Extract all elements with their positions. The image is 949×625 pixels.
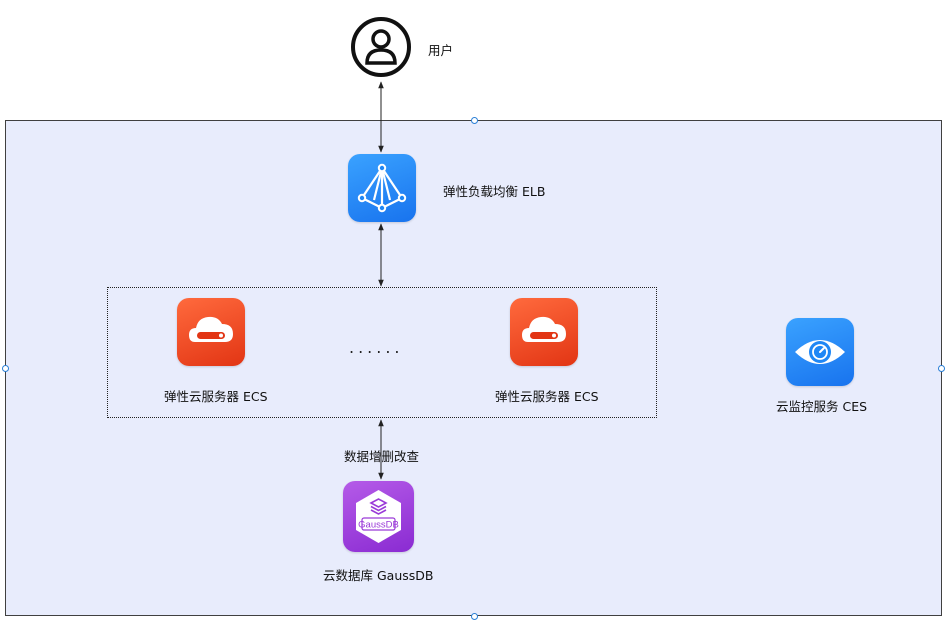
user-node[interactable]: [350, 16, 412, 78]
gaussdb-icon-text: GaussDB: [358, 520, 399, 531]
eye-monitor-icon: [795, 340, 845, 364]
resize-handle-left[interactable]: [2, 365, 9, 372]
resize-handle-bottom[interactable]: [471, 613, 478, 620]
cloud-server-icon: [522, 316, 566, 342]
resize-handle-right[interactable]: [938, 365, 945, 372]
ecs-right-node[interactable]: [510, 298, 578, 366]
ecs-right-label: 弹性云服务器 ECS: [495, 389, 599, 404]
vpc-container: [5, 120, 942, 616]
user-label: 用户: [428, 43, 454, 58]
ecs-left-label: 弹性云服务器 ECS: [164, 389, 268, 404]
gaussdb-node[interactable]: GaussDB: [343, 481, 414, 552]
load-balancer-icon: [357, 163, 407, 213]
gaussdb-icon: GaussDB: [356, 490, 401, 543]
gaussdb-label: 云数据库 GaussDB: [323, 568, 434, 583]
ecs-ellipsis: ......: [349, 338, 404, 357]
elb-node[interactable]: [348, 154, 416, 222]
ces-node[interactable]: [786, 318, 854, 386]
db-edge-label: 数据增删改查: [344, 449, 420, 464]
ces-label: 云监控服务 CES: [776, 399, 868, 414]
elb-label: 弹性负载均衡 ELB: [443, 184, 546, 199]
cloud-server-icon: [189, 316, 233, 342]
resize-handle-top[interactable]: [471, 117, 478, 124]
ecs-left-node[interactable]: [177, 298, 245, 366]
user-icon: [351, 17, 411, 77]
ecs-group-box: [107, 287, 657, 418]
